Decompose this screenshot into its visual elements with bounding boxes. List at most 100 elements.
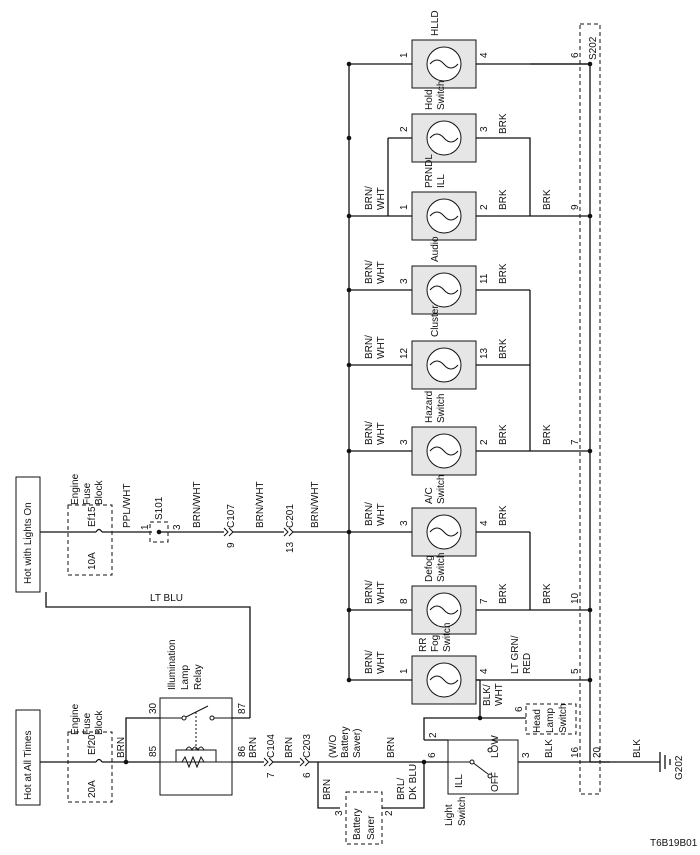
light-switch-label-2: Switch <box>457 797 468 826</box>
lamp-name: Switch <box>436 81 447 110</box>
battery-saver-label-1: Battery <box>352 808 363 840</box>
splice-s202 <box>579 23 601 795</box>
lamp-junction <box>346 529 352 535</box>
lamp-name: ILL <box>436 174 447 188</box>
lamp-name: Hold <box>424 89 435 110</box>
lamp-filament <box>429 133 459 143</box>
c104-pin: 7 <box>266 772 277 778</box>
lamp-left-pin: 1 <box>399 668 410 674</box>
lamp-wire-wht-label: WHT <box>376 422 387 445</box>
c203-name: C203 <box>302 734 313 758</box>
lamp-wire-brk: BRK <box>498 338 509 359</box>
c201-name: C201 <box>285 504 296 528</box>
fuse-block-ef15 <box>67 504 113 576</box>
lamp-name: Switch <box>442 623 453 652</box>
wire-ppl-wht-label: PPL/WHT <box>122 484 133 528</box>
lamp-left-pin: 3 <box>399 520 410 526</box>
c201-pin: 13 <box>285 541 296 553</box>
head-lamp-switch <box>525 703 577 735</box>
head-pin-6: 6 <box>514 706 525 712</box>
light-switch-low: LOW <box>490 735 501 758</box>
head-lamp-label-2: Lamp <box>545 708 556 733</box>
wire-brn-fuse: BRN <box>116 737 127 758</box>
lamp-right-pin: 2 <box>479 439 490 445</box>
fuse-ef15-symbol <box>68 528 112 533</box>
wire-brn-battery-saver <box>317 762 340 809</box>
s202-junction <box>587 213 593 219</box>
s202-pin-20: 20 <box>592 746 603 758</box>
lamp-wire-brk: BRK <box>498 424 509 445</box>
lamp-right-pin: 7 <box>479 598 490 604</box>
illumination-lamp-relay <box>159 697 233 796</box>
fuse-ef15-rating: 10A <box>87 552 98 570</box>
lamp-name: RR <box>418 638 429 652</box>
fuse-ef20-block-3: Block <box>94 710 105 735</box>
relay-pin-86: 86 <box>237 745 248 757</box>
wire-hold-brk <box>506 137 531 216</box>
c107-name: C107 <box>226 504 237 528</box>
fuse-block-ef20 <box>67 731 113 803</box>
wire-lt-grn-label-1: LT GRN/ <box>510 635 521 674</box>
s101-pin-3: 3 <box>172 524 183 530</box>
relay-pin-87: 87 <box>237 702 248 714</box>
figure-code: T6B19B01 <box>650 838 698 849</box>
lamp-wire-wht-label: WHT <box>376 581 387 604</box>
fuse-ef20-name: Ef20 <box>87 734 98 755</box>
light-switch-off: OFF <box>490 772 501 792</box>
battery-pin-3: 3 <box>334 810 345 816</box>
lamp-name: Cluster <box>430 305 441 337</box>
fuse-ef20-rating: 20A <box>87 780 98 798</box>
connector-c203 <box>299 757 310 767</box>
lamp-name: Hazard <box>424 391 435 423</box>
lamp-wire-brn-label: BRN/ <box>364 580 375 604</box>
fuse-ef20-block-1: Engine <box>70 703 81 735</box>
lamp-filament <box>429 285 459 295</box>
battery-saver-note-2: Battery <box>340 726 351 758</box>
s202-junction <box>587 61 593 67</box>
lamp-wire-brn-label: BRN/ <box>364 335 375 359</box>
wire-brn-wht-3: BRN/WHT <box>310 481 321 528</box>
lamp-wire-brn-label: BRN/ <box>364 421 375 445</box>
lamp-wire-wht-label: WHT <box>376 261 387 284</box>
source-hot-all-times: Hot at All Times <box>23 731 34 800</box>
battery-saver-label-2: Sarer <box>366 815 377 840</box>
wire-brl-label-1: BRL/ <box>396 778 407 800</box>
relay-coil-leads <box>160 749 232 763</box>
wire-prndl-brk-label: BRK <box>542 189 553 210</box>
lamp-wire-brk: BRK <box>498 583 509 604</box>
relay-title-1: Illumination <box>167 639 178 690</box>
relay-coil <box>185 746 205 752</box>
lamp-filament <box>429 59 459 69</box>
lamp-name: Defog <box>424 555 435 582</box>
fuse-ef20-block-2: Fuse <box>82 712 93 735</box>
lamp-name: Switch <box>436 394 447 423</box>
lamp-right-pin: 11 <box>479 273 490 284</box>
lamp-right-pin: 4 <box>479 52 490 58</box>
lamp-name: Switch <box>436 553 447 582</box>
lamp-junction <box>346 213 352 219</box>
lamp-name: HLLD <box>430 10 441 36</box>
lamp-wire-wht-label: WHT <box>376 503 387 526</box>
lamp-wire-brn-label: BRN/ <box>364 260 375 284</box>
ground-symbol <box>659 752 671 772</box>
battery-pin-2: 2 <box>384 810 395 816</box>
lamp-left-pin: 1 <box>399 204 410 210</box>
lamp-wire-brn-label: BRN/ <box>364 186 375 210</box>
splice-s101-label: S101 <box>154 496 165 520</box>
lamp-wire-brk: BRK <box>498 263 509 284</box>
wire-brn-c104: BRN <box>284 737 295 758</box>
s202-pin: 6 <box>570 52 581 58</box>
lamp-right-pin: 13 <box>479 347 490 359</box>
lamp-left-pin: 1 <box>399 52 410 58</box>
s202-junction <box>587 607 593 613</box>
relay-title-2: Lamp <box>180 665 191 690</box>
wire-blk-wht-label-2: WHT <box>494 683 505 706</box>
battery-saver-note-1: (W/O <box>328 734 339 758</box>
lamp-filament <box>429 360 459 370</box>
lamp-junction <box>346 607 352 613</box>
c107-pin: 9 <box>226 542 237 548</box>
lamp-name: Switch <box>436 475 447 504</box>
